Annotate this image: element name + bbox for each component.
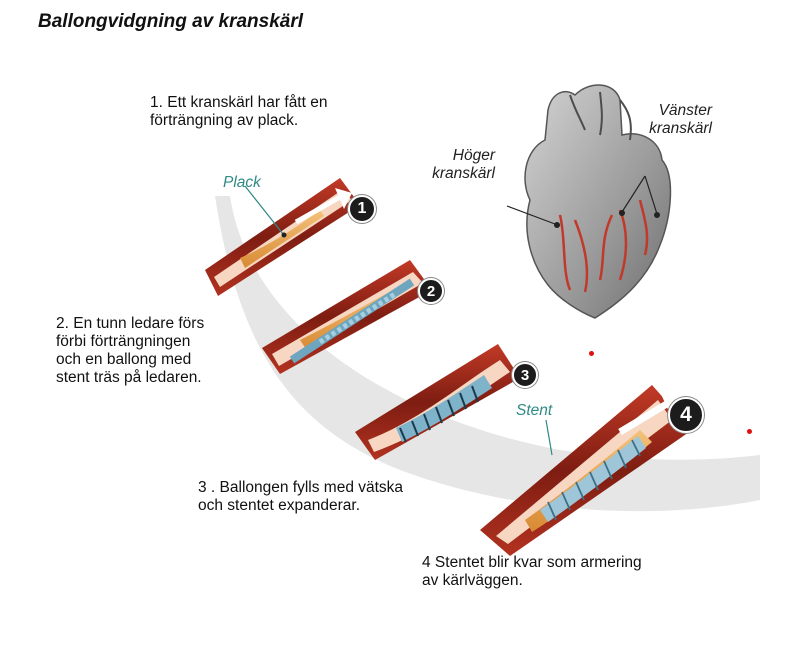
step-1-caption: 1. Ett kranskärl har fått en förträngnin… xyxy=(150,94,328,129)
diagram-title: Ballongvidgning av kranskärl xyxy=(38,11,304,32)
step-2-number: 2 xyxy=(418,278,444,304)
step-3-caption: 3 . Ballongen fylls med vätska och stent… xyxy=(198,479,404,514)
vessel-step-4 xyxy=(480,385,692,556)
right-coronary-label: Höger kranskärl xyxy=(432,147,495,182)
background-sweep xyxy=(215,196,760,512)
label-pointers xyxy=(506,175,660,228)
step-3-number: 3 xyxy=(512,362,538,388)
marker-dot xyxy=(747,429,752,434)
step-2-caption: 2. En tunn ledare förs förbi förträngnin… xyxy=(56,315,205,386)
vessel-step-2 xyxy=(262,260,432,374)
step-1-number: 1 xyxy=(348,195,376,223)
marker-dot xyxy=(589,351,594,356)
step-4-caption: 4 Stentet blir kvar som armering av kärl… xyxy=(422,554,642,589)
plaque-label: Plack xyxy=(223,174,261,191)
step-4-number: 4 xyxy=(668,397,704,433)
heart-illustration xyxy=(524,84,672,319)
stent-label: Stent xyxy=(516,402,553,419)
left-coronary-label: Vänster kranskärl xyxy=(649,102,712,137)
vessel-step-3 xyxy=(355,344,520,460)
vessel-step-1 xyxy=(205,178,360,296)
